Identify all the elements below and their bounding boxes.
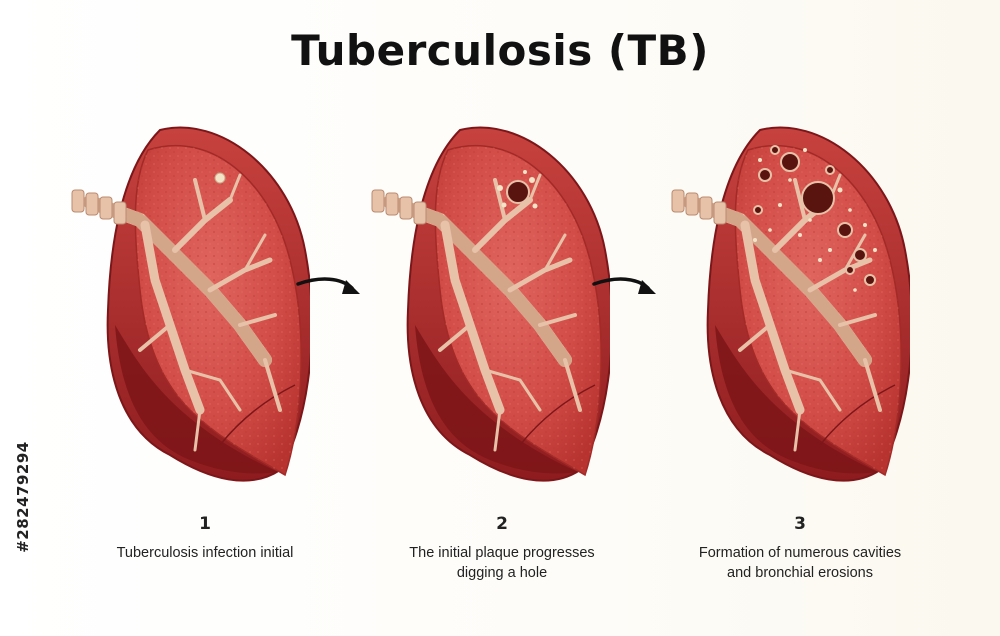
stage-3-caption: Formation of numerous cavities and bronc… — [698, 545, 902, 581]
stock-id-text: #282479294 — [14, 441, 32, 553]
stage-2-number: 2 — [496, 514, 508, 534]
progression-arrow-1 — [296, 277, 360, 294]
stage-3-number: 3 — [794, 514, 806, 534]
stock-id-label: #282479294 — [0, 392, 46, 602]
lung-stage-2-illustration — [370, 120, 610, 500]
stage-1-number: 1 — [199, 514, 211, 534]
page-title: Tuberculosis (TB) — [291, 26, 709, 75]
stage-1-caption: Tuberculosis infection initial — [116, 545, 294, 561]
stage-2-caption: The initial plaque progresses digging a … — [409, 545, 595, 581]
lung-stage-1-illustration — [70, 120, 310, 500]
lung-stage-3-illustration — [670, 120, 910, 500]
progression-arrow-2 — [592, 277, 656, 294]
